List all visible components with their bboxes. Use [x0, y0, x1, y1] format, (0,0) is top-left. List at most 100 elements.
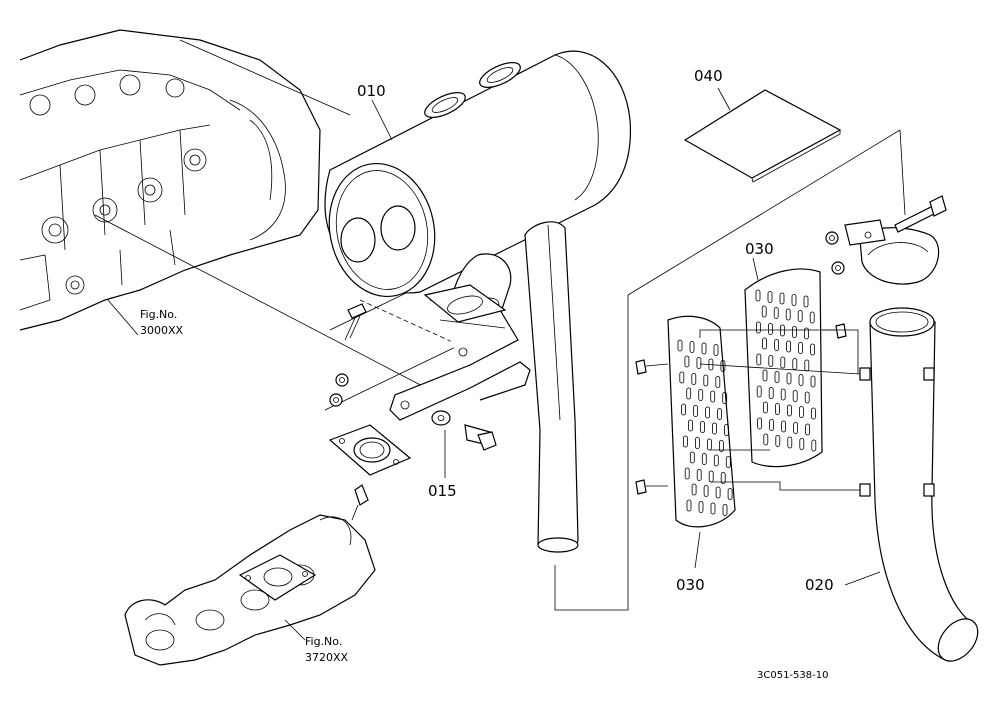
- shield-slot: [757, 417, 762, 430]
- leader-020: [844, 571, 881, 586]
- part-label-010: 010: [357, 82, 386, 100]
- shield-slot: [762, 337, 767, 350]
- part-label-030-bottom: 030: [676, 576, 705, 594]
- shield-slot: [793, 422, 798, 434]
- shield-slot: [691, 373, 697, 385]
- bolt-upper: [344, 303, 367, 341]
- washer-bolt-015: [431, 410, 497, 451]
- shield-slot: [780, 356, 786, 369]
- tail-pipe-020: [859, 307, 979, 662]
- shield-slot: [717, 408, 722, 420]
- shield-slot: [703, 374, 709, 387]
- shield-slot: [677, 339, 683, 352]
- shield-slot: [779, 292, 785, 305]
- shield-slot: [798, 374, 804, 386]
- shield-slot: [701, 342, 707, 355]
- shield-slot: [799, 406, 804, 418]
- shield-slot: [700, 421, 705, 433]
- shield-slot: [681, 403, 686, 416]
- leader-030-top: [752, 257, 759, 281]
- shield-slot: [679, 371, 685, 384]
- shield-screw-lower-left: [635, 479, 668, 495]
- shield-slot: [707, 438, 712, 451]
- leader-010: [371, 99, 393, 141]
- shield-slot: [756, 385, 762, 398]
- heat-shield-rear: [744, 268, 823, 468]
- shield-slot: [786, 372, 792, 385]
- shield-slot: [805, 423, 810, 436]
- shield-screw-upper-left: [635, 359, 669, 375]
- part-label-040: 040: [694, 67, 723, 85]
- sheet-040: [683, 89, 842, 183]
- shield-slot: [792, 390, 798, 402]
- shield-slot: [727, 488, 733, 500]
- shield-slot: [724, 424, 729, 436]
- shield-slot: [804, 327, 809, 340]
- shield-slot: [774, 371, 780, 383]
- pipe-clamp: [844, 219, 940, 285]
- shield-slot: [810, 375, 816, 388]
- shield-slot: [792, 358, 798, 370]
- shield-slot: [686, 499, 692, 512]
- shield-slot: [781, 420, 786, 433]
- shield-slot: [799, 438, 805, 450]
- part-label-030-top: 030: [745, 240, 774, 258]
- shield-slot: [767, 291, 773, 303]
- shield-slot: [756, 353, 762, 366]
- shield-slot: [768, 323, 773, 335]
- drawing-code: 3C051-538-10: [757, 670, 828, 681]
- shield-screw-right: [822, 323, 847, 339]
- shield-slot: [769, 419, 774, 431]
- shield-slot: [809, 311, 815, 324]
- shield-slot: [698, 501, 704, 513]
- clamp-bolt: [894, 195, 947, 233]
- shield-slot: [804, 391, 810, 404]
- shield-slot: [689, 341, 695, 353]
- shield-slot: [780, 324, 785, 337]
- shield-slot: [703, 485, 709, 497]
- shield-slot: [710, 390, 716, 403]
- manifold-fig-label: Fig.No.: [305, 635, 342, 648]
- shield-slot: [761, 305, 767, 318]
- shield-slot: [710, 502, 716, 515]
- shield-slot: [713, 454, 719, 467]
- shield-slot: [719, 440, 724, 452]
- shield-slot: [713, 344, 719, 356]
- shield-slot: [705, 406, 710, 419]
- shield-slot: [768, 387, 774, 399]
- shield-slot: [787, 404, 792, 417]
- shield-slot: [725, 456, 731, 468]
- leader-030-bottom: [694, 531, 701, 569]
- shield-slot: [691, 483, 697, 496]
- shield-slot: [775, 435, 781, 447]
- shield-slot: [696, 357, 702, 369]
- shield-slot: [763, 401, 768, 414]
- shield-slot: [683, 435, 688, 448]
- nuts-left: [329, 373, 349, 407]
- shield-slot: [715, 376, 721, 388]
- shield-slot: [811, 407, 816, 420]
- engine-block: [19, 29, 321, 331]
- shield-slot: [803, 295, 809, 308]
- leader-040: [717, 87, 731, 111]
- shield-slot: [786, 340, 791, 353]
- shield-slot: [684, 467, 690, 480]
- shield-slot: [792, 326, 797, 338]
- engine-fig-label: Fig.No.: [140, 308, 177, 321]
- shield-slot: [722, 504, 728, 516]
- shield-slot: [785, 308, 791, 321]
- shield-slot: [693, 405, 698, 417]
- shield-slot: [712, 422, 717, 435]
- shield-slot: [755, 289, 761, 302]
- shield-slot: [720, 360, 726, 372]
- shield-slot: [798, 342, 803, 354]
- exhaust-gasket: [328, 424, 412, 476]
- clamp-nuts: [825, 231, 845, 275]
- shield-slot: [797, 310, 803, 322]
- shield-slot: [756, 321, 761, 334]
- shield-slot: [684, 355, 690, 368]
- shield-slot: [780, 388, 786, 401]
- shield-slot: [768, 355, 774, 367]
- manifold-ref-leader: [284, 619, 306, 641]
